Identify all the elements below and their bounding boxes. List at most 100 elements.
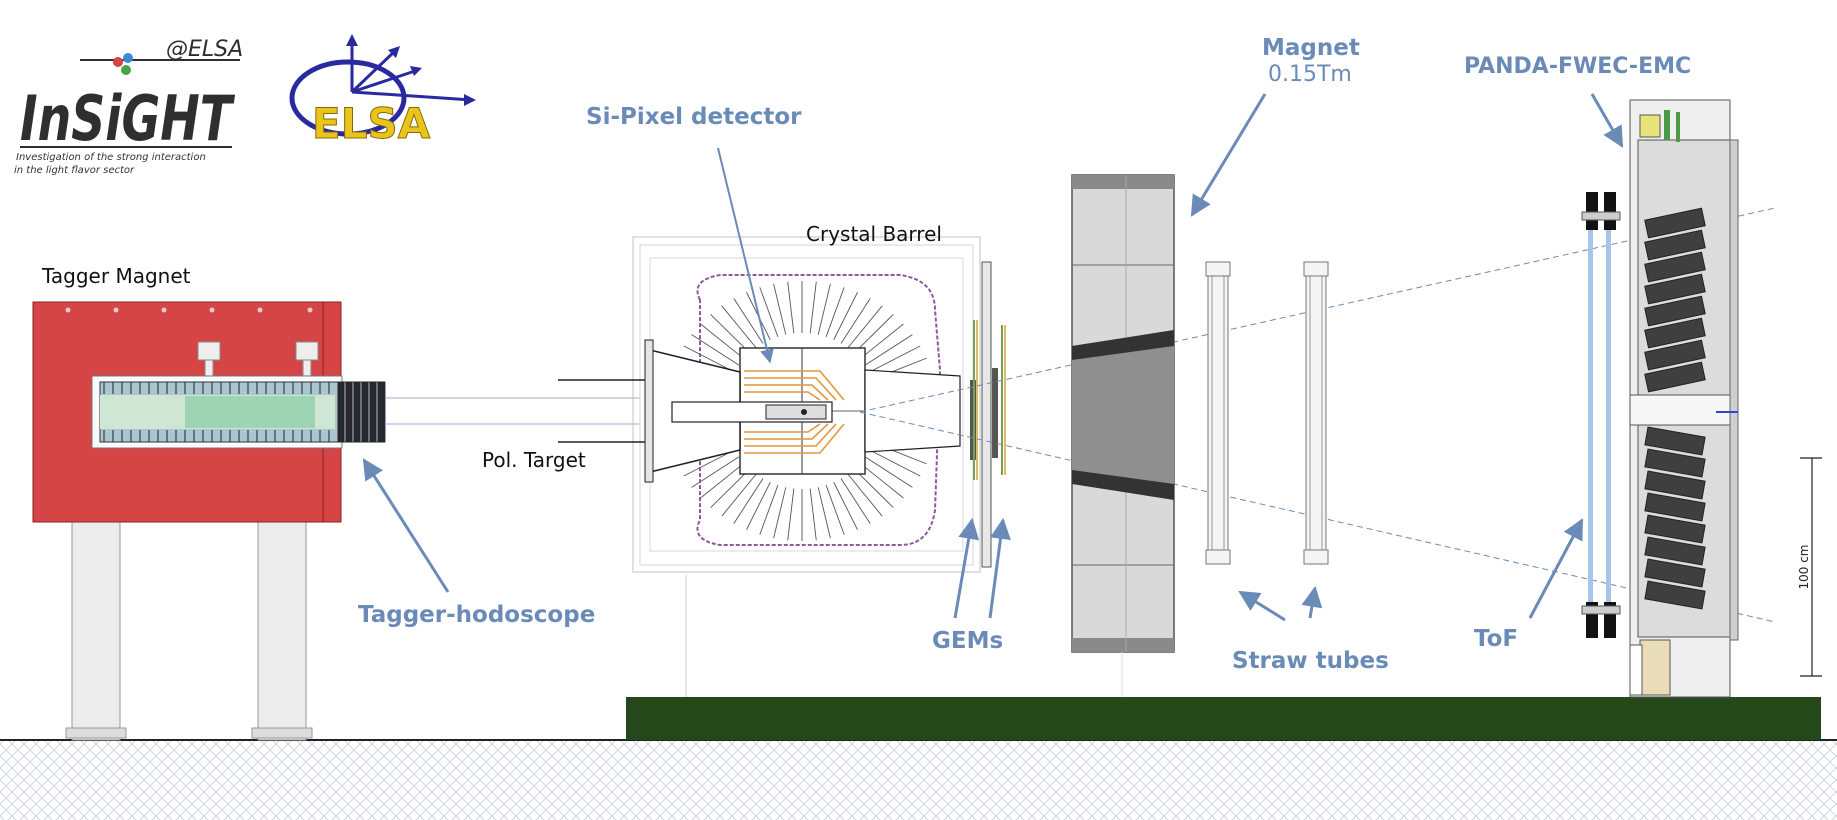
crystal-element: [691, 334, 740, 366]
crystal-element: [809, 488, 817, 541]
crystal-element: [864, 334, 913, 366]
crystal-element: [840, 298, 871, 344]
crystal-element: [746, 482, 771, 530]
ground-platform: [626, 697, 1821, 740]
crystal-element: [710, 314, 751, 354]
emc-crystal-block: [1644, 492, 1706, 522]
emc-crystal-block: [1644, 251, 1706, 283]
emc-crystal-block: [1644, 317, 1706, 349]
si-pixel-label: Si-Pixel detector: [586, 104, 802, 130]
crystal-element: [869, 345, 921, 373]
crystal-element: [817, 487, 831, 539]
tof-label: ToF: [1474, 626, 1519, 652]
crystal-element: [847, 473, 883, 517]
scale-bar: [1800, 457, 1822, 677]
emc-crystal-block: [1644, 514, 1706, 544]
straw-tubes-label: Straw tubes: [1232, 648, 1389, 674]
crystal-element: [683, 449, 735, 477]
crystal-element: [683, 345, 735, 373]
hodoscope-block: [369, 381, 377, 443]
crystal-element: [759, 485, 779, 535]
arrow-hodoscope: [362, 458, 450, 593]
emc-crystal-block: [1644, 207, 1706, 239]
insight-logo: InSiGHT @ELSA Investigation of the stron…: [14, 37, 243, 176]
arrow-tof: [1528, 518, 1584, 619]
crystal-element: [721, 305, 757, 349]
emc-crystal-block: [1644, 448, 1706, 478]
tof-detector: [1581, 192, 1621, 638]
tagger-magnet-label: Tagger Magnet: [42, 264, 191, 288]
magnet-label: Magnet: [1262, 35, 1360, 61]
hodoscope-block: [337, 381, 345, 443]
magnet-field-label: 0.15Tm: [1268, 62, 1352, 87]
crystal-element: [817, 283, 831, 335]
crystal-element: [864, 456, 913, 488]
crystal-element: [773, 487, 787, 539]
crystal-element: [869, 449, 921, 477]
tagger-hodoscope: [99, 381, 386, 443]
gems-label: GEMs: [932, 628, 1004, 654]
crystal-element: [733, 298, 764, 344]
crystal-element: [833, 482, 858, 530]
crystal-element: [825, 287, 845, 337]
crystal-element: [847, 305, 883, 349]
panda-fwec-emc: [1629, 99, 1739, 698]
arrow-straw-2: [1301, 585, 1323, 619]
svg-text:Investigation of the strong in: Investigation of the strong interaction: [16, 152, 206, 163]
dipole-magnet: [1071, 174, 1175, 653]
crystal-element: [833, 292, 858, 340]
panda-label: PANDA-FWEC-EMC: [1464, 54, 1692, 79]
svg-text:ELSA: ELSA: [312, 99, 431, 148]
crystal-element: [721, 473, 757, 517]
crystal-element: [853, 468, 894, 508]
crystal-element: [787, 488, 795, 541]
crystal-element: [700, 462, 745, 499]
hodoscope-block: [361, 381, 369, 443]
emc-crystal-block: [1644, 536, 1706, 566]
arrow-straw-1: [1238, 590, 1286, 622]
emc-crystal-block: [1644, 273, 1706, 305]
arrow-panda: [1590, 93, 1624, 148]
crystal-element: [700, 323, 745, 360]
crystal-element: [859, 323, 904, 360]
crystal-element: [773, 283, 787, 335]
crystal-element: [710, 468, 751, 508]
emc-crystal-block: [1644, 580, 1706, 610]
hodoscope-block: [377, 381, 385, 443]
crystal-element: [733, 478, 764, 524]
crystal-element: [853, 314, 894, 354]
scale-label: 100 cm: [1797, 544, 1811, 589]
emc-crystal-block: [1644, 295, 1706, 327]
crystal-element: [787, 281, 795, 334]
pol-target-label: Pol. Target: [482, 448, 586, 472]
crystal-element: [859, 462, 904, 499]
gem-detectors: [970, 261, 1006, 568]
arrow-magnet: [1190, 93, 1267, 217]
emc-crystal-block: [1644, 229, 1706, 261]
arrow-gem-2: [988, 517, 1011, 619]
arrow-si-pixel: [717, 147, 774, 364]
crystal-element: [825, 485, 845, 535]
emc-crystal-block: [1644, 558, 1706, 588]
crystal-element: [809, 281, 817, 334]
svg-text:@ELSA: @ELSA: [166, 37, 243, 62]
arrow-gem-1: [953, 517, 980, 619]
si-pixel-detector: [744, 370, 845, 454]
hodoscope-block: [353, 381, 361, 443]
tagger-magnet: [32, 301, 343, 741]
crystal-element: [691, 456, 740, 488]
svg-text:InSiGHT: InSiGHT: [20, 82, 236, 155]
straw-tubes: [1205, 261, 1329, 565]
floor-hatch: [0, 740, 1837, 820]
emc-crystal-block: [1644, 339, 1706, 371]
emc-crystal-block: [1644, 426, 1706, 456]
hodoscope-block: [345, 381, 353, 443]
crystal-element: [840, 478, 871, 524]
crystal-element: [759, 287, 779, 337]
crystal-barrel-label: Crystal Barrel: [806, 222, 942, 246]
emc-crystal-block: [1644, 470, 1706, 500]
polarized-target: [558, 339, 833, 483]
emc-crystal-block: [1644, 361, 1706, 393]
elsa-logo: ELSA: [289, 34, 476, 149]
